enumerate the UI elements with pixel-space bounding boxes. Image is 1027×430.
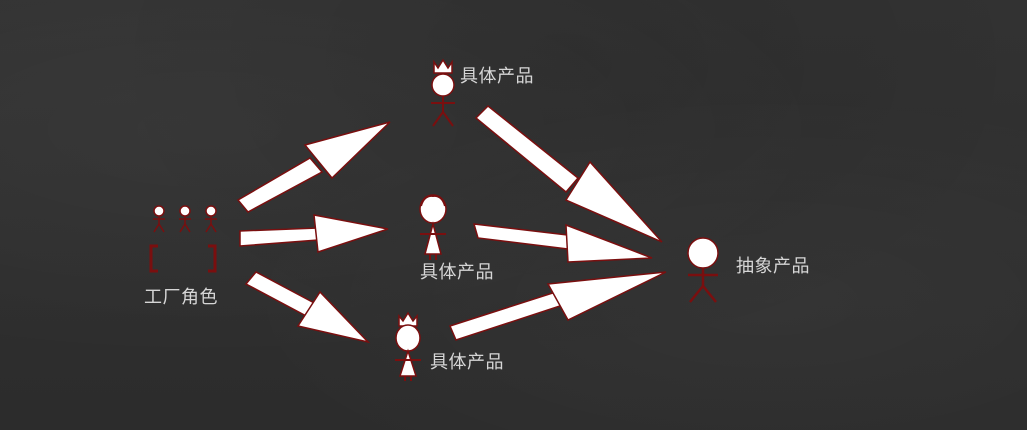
arrow-factory-to-bottom-product <box>244 271 371 344</box>
abstract-product-figure <box>687 237 719 303</box>
crown-icon <box>433 58 453 74</box>
arrow-middle-product-to-abstract <box>472 223 653 263</box>
factory-bracket <box>149 244 217 273</box>
concrete-product-bottom-label: 具体产品 <box>430 352 504 373</box>
arrow-top-product-to-abstract <box>474 104 663 243</box>
concrete-product-middle-label: 具体产品 <box>420 262 494 283</box>
factory-figure-1 <box>153 205 165 233</box>
factory-figure-3 <box>205 205 217 233</box>
factory-figure-2 <box>179 205 191 233</box>
abstract-product-label: 抽象产品 <box>736 256 810 277</box>
arrow-factory-to-middle-product <box>239 214 389 254</box>
arrow-bottom-product-to-abstract <box>448 271 667 341</box>
crown-icon <box>398 311 418 327</box>
concrete-product-top-figure <box>431 58 455 127</box>
factory-role-figures <box>153 205 217 233</box>
factory-role-label: 工厂角色 <box>144 287 218 308</box>
concrete-product-bottom-figure <box>395 311 421 381</box>
arrow-factory-to-top-product <box>236 121 391 213</box>
concrete-product-middle-figure <box>419 194 447 260</box>
concrete-product-top-label: 具体产品 <box>460 66 534 87</box>
